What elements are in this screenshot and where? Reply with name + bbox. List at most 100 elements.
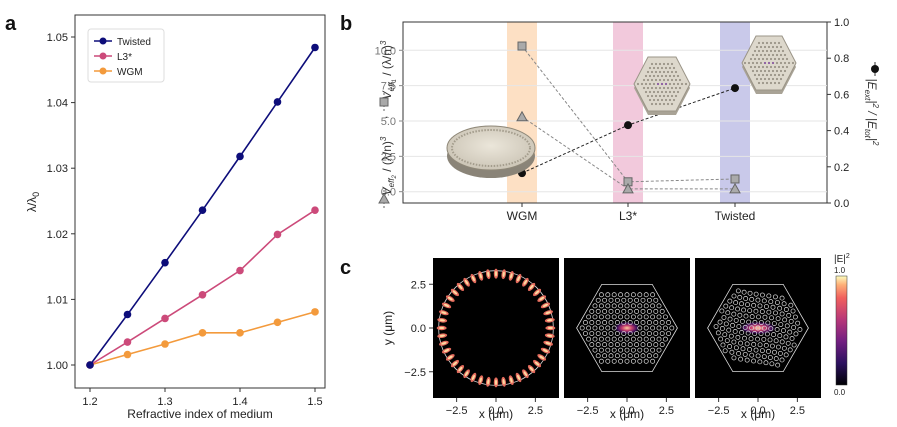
air-hole [783, 334, 789, 340]
legend-label: L3* [117, 52, 132, 63]
hole [771, 77, 775, 81]
hole [749, 57, 753, 61]
air-hole [637, 314, 643, 320]
air-hole [650, 347, 656, 353]
veff1-sub: eff [387, 82, 396, 92]
air-hole [608, 297, 614, 303]
air-hole [611, 347, 617, 353]
ring-lobe-core [529, 284, 534, 290]
air-hole [727, 298, 733, 304]
ring-lobe-core [441, 311, 447, 315]
air-hole [726, 327, 732, 333]
air-hole [770, 304, 776, 310]
eext-main: |E [865, 79, 879, 91]
ring-lobe-core [479, 273, 483, 279]
ring-lobe-core [547, 326, 554, 330]
air-hole [582, 331, 588, 336]
y-tick-label: 1.04 [47, 98, 68, 110]
l3-hole-pattern [636, 62, 688, 106]
air-hole [637, 347, 643, 353]
air-hole [775, 344, 781, 350]
data-point [161, 340, 169, 348]
ring-lobe-core [439, 334, 445, 337]
air-hole [763, 342, 769, 348]
data-point [273, 230, 282, 239]
air-hole [614, 331, 620, 336]
hole [676, 90, 680, 94]
air-hole [643, 325, 649, 331]
etot-rest: | [865, 138, 879, 141]
hole [757, 81, 761, 85]
air-hole [786, 312, 792, 318]
hole [678, 78, 682, 82]
hole [765, 65, 769, 69]
air-hole [592, 314, 598, 320]
air-hole [637, 303, 643, 309]
air-hole [724, 338, 730, 344]
x-category-label: L3* [619, 209, 637, 223]
hole [759, 61, 763, 65]
etot-sup: 2 [871, 140, 880, 146]
hole [658, 102, 662, 106]
data-point [123, 338, 132, 346]
air-hole [731, 311, 737, 317]
hole [743, 61, 747, 65]
air-hole [779, 357, 785, 363]
ring-lobe-core [523, 371, 528, 377]
air-hole [769, 315, 774, 321]
air-hole [740, 346, 746, 352]
eext-sub: ext [863, 90, 872, 101]
hole [773, 57, 777, 61]
hole [662, 70, 666, 74]
hole [674, 94, 678, 98]
hole [775, 77, 779, 81]
air-hole [731, 293, 737, 299]
hole [670, 70, 674, 74]
panel-a-y-axis-label-main: λ/λ [25, 197, 39, 212]
legend-label: WGM [117, 67, 143, 78]
hole [757, 73, 761, 77]
ring-lobe-core [494, 379, 498, 386]
air-hole [749, 352, 755, 358]
hole [771, 69, 775, 73]
air-hole [653, 320, 659, 325]
air-hole [669, 325, 675, 331]
air-hole [761, 336, 767, 342]
hole [791, 61, 795, 65]
hole [753, 65, 757, 69]
air-hole [624, 358, 630, 364]
air-hole [614, 353, 620, 359]
twisted-crystal-illustration [741, 35, 797, 94]
data-point [198, 206, 207, 214]
hole [759, 69, 763, 73]
hole [660, 74, 664, 78]
colorbar: |E|2 1.0 0.0 [834, 253, 850, 397]
air-hole [733, 345, 739, 351]
air-hole [618, 358, 624, 364]
air-hole [745, 302, 750, 308]
air-hole [634, 320, 640, 325]
hole [672, 82, 676, 86]
hole [672, 74, 676, 78]
air-hole [791, 342, 797, 348]
hole [755, 61, 759, 65]
hole [751, 69, 755, 73]
hole [654, 94, 658, 98]
air-hole [666, 331, 672, 336]
hole [759, 77, 763, 81]
hole [664, 66, 668, 70]
air-hole [747, 308, 753, 314]
air-hole [627, 331, 633, 336]
air-hole [793, 331, 799, 337]
ring-lobe-core [517, 275, 521, 282]
ring-lobe-core [452, 290, 458, 295]
air-hole [592, 336, 598, 342]
air-hole [735, 288, 741, 294]
air-hole [630, 292, 636, 298]
air-hole [614, 308, 620, 314]
air-hole [788, 318, 794, 324]
hole [773, 73, 777, 77]
air-hole [777, 333, 783, 339]
air-hole [773, 338, 779, 344]
panel-b-frame [402, 21, 828, 204]
